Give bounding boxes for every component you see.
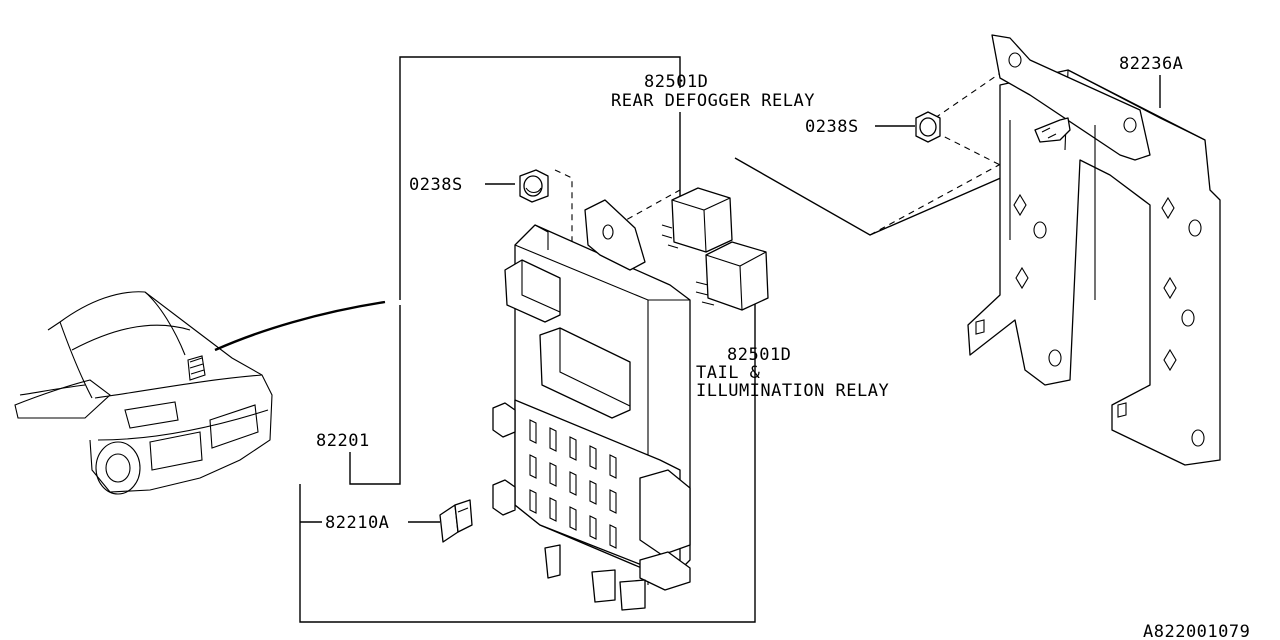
location-pointer-line: [214, 300, 386, 352]
label-fuse-box: 82201: [316, 431, 370, 451]
label-bracket: 82236A: [1119, 54, 1183, 74]
vehicle-illustration: [14, 291, 273, 495]
label-fuse: 82210A: [325, 513, 389, 533]
fuse-box-82201: [492, 199, 691, 611]
label-nut-right: 0238S: [805, 117, 859, 137]
callout-labels: 82501D REAR DEFOGGER RELAY 82501D TAIL &…: [316, 54, 1250, 640]
relay-tail-illumination: [695, 241, 769, 311]
label-tail-relay-part: 82501D: [727, 345, 791, 365]
nut-right: [915, 111, 941, 143]
label-rear-relay-desc: REAR DEFOGGER RELAY: [611, 91, 815, 111]
label-rear-relay-part: 82501D: [644, 72, 708, 92]
bracket-82236a: [967, 34, 1221, 466]
label-tail-relay-desc-2: ILLUMINATION RELAY: [696, 381, 889, 401]
label-nut-left: 0238S: [409, 175, 463, 195]
diagram-id-label: A822001079: [1143, 622, 1250, 640]
fuse-82210a: [439, 499, 473, 543]
label-tail-relay-desc-1: TAIL &: [696, 363, 761, 383]
nut-left: [519, 169, 549, 203]
relay-rear-defogger: [661, 187, 733, 253]
